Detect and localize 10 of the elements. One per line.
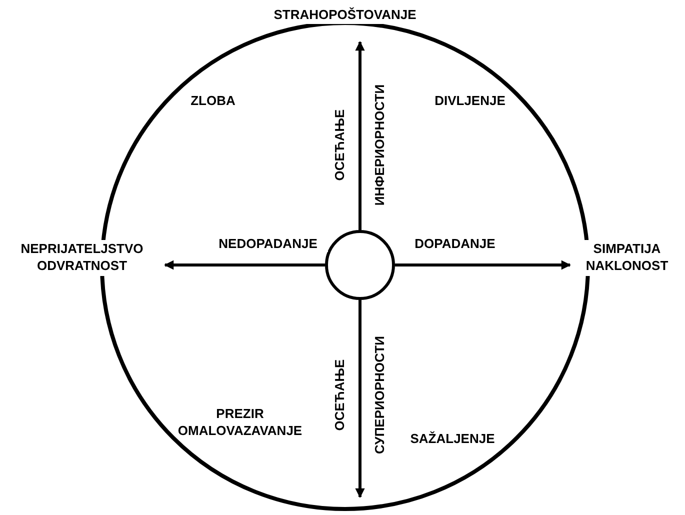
edge-label: ОСЕЋАЊЕ ИНФЕРИОРНОСТИ bbox=[331, 83, 388, 208]
edge-label: ОСЕЋАЊЕ СУПЕРИОРНОСТИ bbox=[331, 335, 388, 456]
emotion-label: PREZIR OMALOVAZAVANJE bbox=[176, 405, 304, 439]
emotion-label: DIVLJENJE bbox=[434, 92, 506, 109]
emotion-label: ZLOBA bbox=[190, 92, 236, 109]
arrow bbox=[395, 260, 571, 270]
arrow bbox=[164, 260, 325, 270]
arrow bbox=[355, 41, 365, 230]
emotion-label: SAŽALJENJE bbox=[409, 430, 496, 447]
arrow bbox=[355, 300, 365, 498]
